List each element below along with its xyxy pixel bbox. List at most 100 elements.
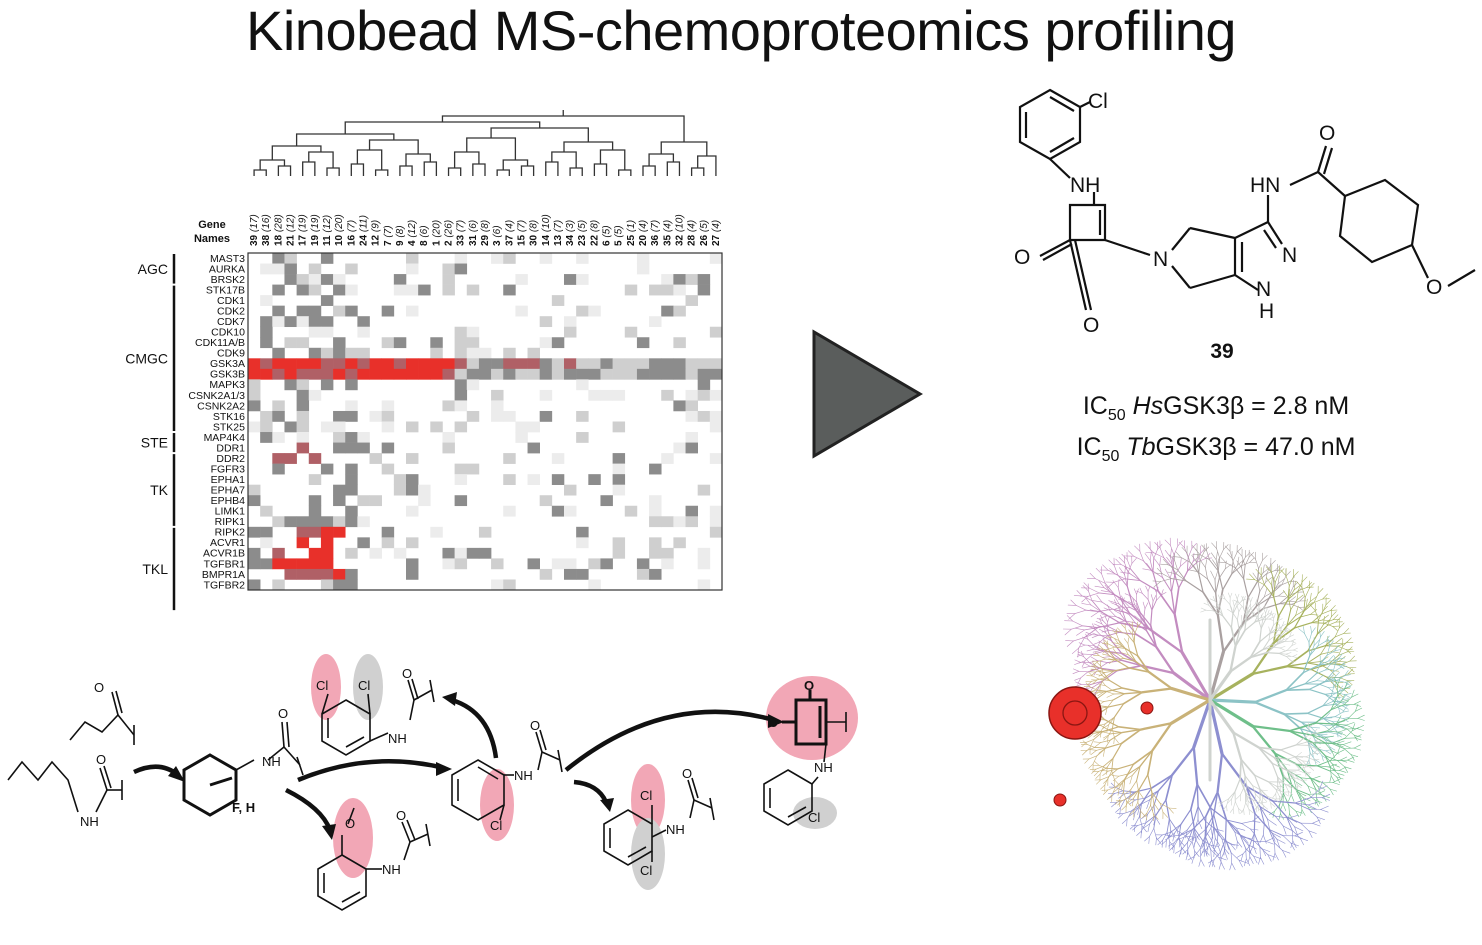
kinome-branch <box>1103 757 1114 767</box>
kinome-branch <box>1316 765 1329 768</box>
kinome-branch <box>1137 806 1140 816</box>
kinome-branch <box>1153 813 1159 820</box>
kinome-branch <box>1315 789 1324 796</box>
heatmap-cell <box>333 516 346 528</box>
kinome-branch <box>1308 830 1317 834</box>
kinome-branch <box>1260 574 1265 586</box>
kinome-branch <box>1088 763 1094 769</box>
kinome-branch <box>1301 763 1310 768</box>
dendrogram-branch <box>490 127 589 142</box>
heatmap-cell <box>685 432 698 443</box>
kinome-branch <box>1299 607 1305 612</box>
kinome-branch <box>1117 725 1142 731</box>
kinome-branch <box>1213 837 1216 847</box>
kinome-branch <box>1275 793 1277 800</box>
kinome-branch <box>1133 555 1144 562</box>
dendrogram-branch <box>666 161 681 176</box>
kinome-branch <box>1113 578 1126 583</box>
heatmap-cell <box>381 537 395 549</box>
kinome-branch <box>1254 774 1261 790</box>
kinome-branch <box>1326 723 1338 732</box>
kinome-branch <box>1092 680 1103 688</box>
kinome-branch <box>1238 621 1243 632</box>
kinome-branch <box>1180 842 1188 851</box>
kinome-branch <box>1299 837 1304 846</box>
kinome-branch <box>1344 670 1349 677</box>
kinome-branch <box>1178 570 1188 589</box>
kinome-branch <box>1187 842 1189 854</box>
kinome-branch <box>1095 669 1104 673</box>
kinome-branch <box>1300 822 1310 832</box>
kinome-branch <box>1084 654 1093 662</box>
heatmap-cell <box>430 421 443 433</box>
kinome-branch <box>1255 568 1262 576</box>
heatmap-cell <box>551 368 565 380</box>
gene-label: CDK9 <box>217 348 245 360</box>
kinome-branch <box>1171 746 1195 777</box>
kinome-branch <box>1101 629 1110 633</box>
kinome-branch <box>1256 572 1264 583</box>
kinome-branch <box>1200 560 1206 568</box>
kinome-branch <box>1132 634 1135 644</box>
kinome-branch <box>1276 785 1282 792</box>
kinome-branch <box>1280 766 1285 776</box>
heatmap-cell <box>576 526 589 538</box>
heatmap-cell <box>296 337 310 349</box>
kinome-branch <box>1076 629 1085 636</box>
kinome-branch <box>1115 778 1126 788</box>
kinome-branch <box>1208 669 1233 702</box>
kinome-branch <box>1259 627 1262 643</box>
kinome-branch <box>1238 859 1243 868</box>
kinome-branch <box>1100 730 1102 738</box>
kinome-branch <box>1238 601 1244 609</box>
kinome-branch <box>1138 791 1144 799</box>
kinome-branch <box>1311 727 1320 729</box>
gene-label: GSK3B <box>210 369 245 381</box>
column-label: 21 (12) <box>286 214 297 246</box>
kinome-branch <box>1289 596 1296 602</box>
sar-o-central: O <box>278 706 288 721</box>
gene-names-header: Gene <box>198 219 226 231</box>
heatmap-cell <box>539 389 553 401</box>
kinome-branch <box>1191 856 1195 864</box>
kinome-branch <box>1135 797 1147 801</box>
kinome-branch <box>1282 835 1292 844</box>
kinome-branch <box>1267 795 1272 804</box>
kinome-branch <box>1232 612 1238 621</box>
kinome-branch <box>1247 844 1257 850</box>
kinome-branch <box>1321 793 1331 799</box>
gene-label: CSNK2A1/3 <box>188 390 245 402</box>
kinome-branch <box>1324 671 1334 683</box>
kinome-branch <box>1252 833 1255 846</box>
heatmap-cell <box>709 526 723 538</box>
kinome-branch <box>1253 701 1286 716</box>
kinome-branch <box>1214 579 1217 594</box>
kinome-branch <box>1300 800 1309 808</box>
kinome-branch <box>1290 660 1296 663</box>
kinome-branch <box>1175 849 1182 854</box>
kinome-branch <box>1114 646 1126 649</box>
heatmap-cell <box>272 463 285 475</box>
kinome-branch <box>1243 837 1252 839</box>
kinome-branch <box>1071 625 1083 630</box>
kinome-branch <box>1347 646 1353 653</box>
compound-39-structure <box>1018 88 1476 311</box>
kinome-branch <box>1298 792 1307 797</box>
kinome-branch <box>1111 757 1114 772</box>
heatmap-cell <box>296 379 310 391</box>
kinome-branch <box>1278 595 1286 597</box>
heatmap-cell <box>381 368 395 380</box>
kinome-branch <box>1263 805 1265 812</box>
heatmap-cell <box>454 263 468 275</box>
heatmap-cell <box>320 347 334 359</box>
kinome-branch <box>1295 788 1309 795</box>
kinome-branch <box>1092 632 1099 636</box>
kinome-branch <box>1122 773 1129 783</box>
kinome-branch <box>1197 805 1206 822</box>
kinome-branch <box>1091 650 1106 656</box>
kinome-branch <box>1331 742 1345 749</box>
kinome-branch <box>1316 765 1330 772</box>
kinome-branch <box>1306 705 1324 714</box>
heatmap-cell <box>649 505 662 517</box>
heatmap-cell <box>709 505 723 517</box>
